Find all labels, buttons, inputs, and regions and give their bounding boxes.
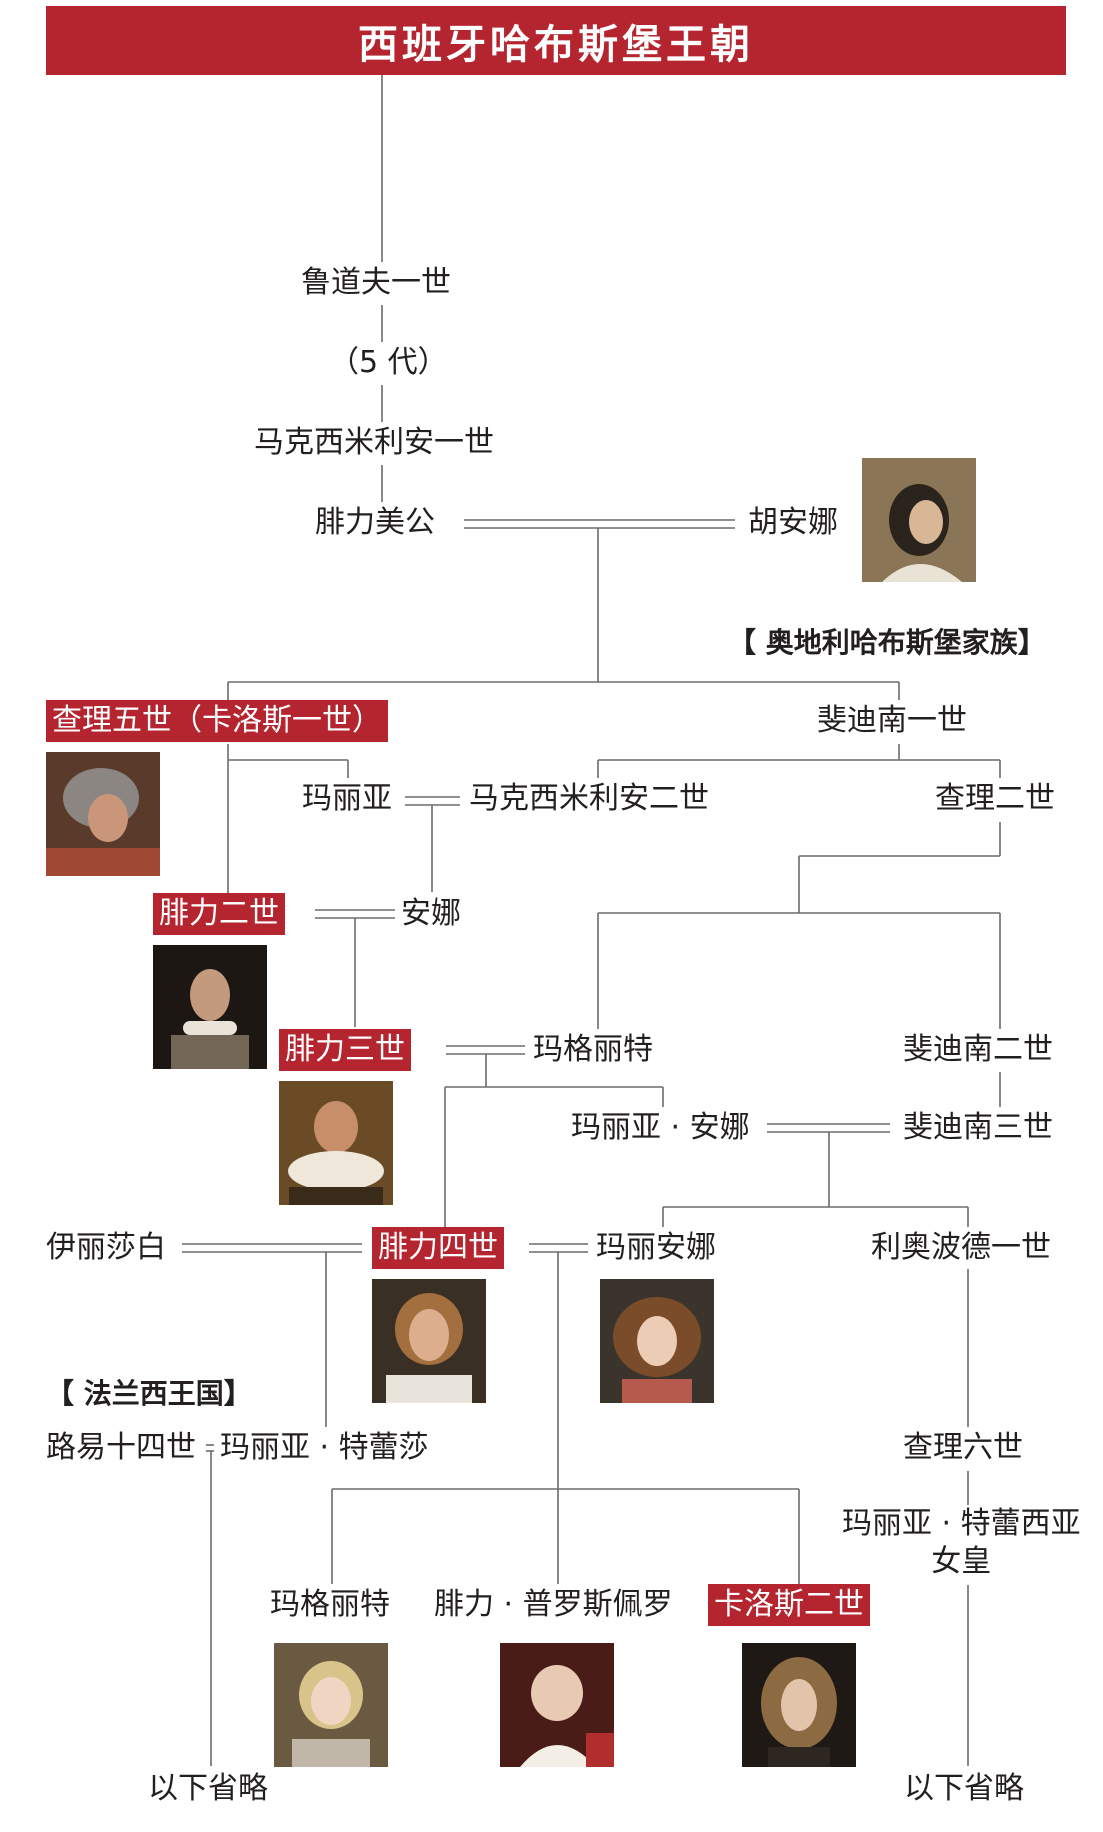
- portrait-philip4: [372, 1279, 486, 1403]
- page-title: 西班牙哈布斯堡王朝: [46, 6, 1066, 75]
- house-france-label: 【 法兰西王国】: [40, 1373, 258, 1415]
- portrait-philip2: [153, 945, 267, 1069]
- node-elisabeth: 伊丽莎白: [40, 1227, 172, 1269]
- portrait-charles5: [46, 752, 160, 876]
- node-maria-theresa-empress: 玛丽亚 · 特蕾西亚 女皇: [836, 1505, 1087, 1581]
- node-maximilian-2: 马克西米利安二世: [463, 778, 715, 820]
- node-charles-6: 查理六世: [897, 1427, 1029, 1469]
- node-philip-prospero: 腓力 · 普罗斯佩罗: [428, 1584, 679, 1626]
- portrait-philip3: [279, 1081, 393, 1205]
- omitted-right: 以下省略: [898, 1768, 1030, 1810]
- omitted-left: 以下省略: [142, 1768, 274, 1810]
- node-anna: 安娜: [395, 893, 467, 935]
- maria-theresa-name: 玛丽亚 · 特蕾西亚: [842, 1506, 1081, 1541]
- node-maria: 玛丽亚: [296, 778, 398, 820]
- node-leopold-1: 利奥波德一世: [865, 1227, 1057, 1269]
- node-charles-2-spain: 卡洛斯二世: [708, 1584, 870, 1626]
- node-ferdinand-2: 斐迪南二世: [897, 1029, 1059, 1071]
- node-philip-4: 腓力四世: [372, 1227, 504, 1269]
- node-philip-2: 腓力二世: [153, 893, 285, 935]
- maria-theresa-title: 女皇: [931, 1544, 992, 1579]
- node-mariana: 玛丽安娜: [590, 1227, 722, 1269]
- node-maximilian-1: 马克西米利安一世: [248, 422, 500, 464]
- node-five-generations: （5 代）: [323, 342, 454, 384]
- house-austria-label: 【 奥地利哈布斯堡家族】: [722, 622, 1052, 664]
- portrait-charles2: [742, 1643, 856, 1767]
- node-margaret-austria: 玛格丽特: [527, 1029, 659, 1071]
- node-charles-5: 查理五世（卡洛斯一世）: [46, 700, 388, 742]
- portrait-margaret: [274, 1643, 388, 1767]
- node-ferdinand-1: 斐迪南一世: [811, 700, 973, 742]
- node-louis-14: 路易十四世: [40, 1427, 202, 1469]
- node-rudolf-1: 鲁道夫一世: [295, 262, 457, 304]
- node-ferdinand-3: 斐迪南三世: [897, 1107, 1059, 1149]
- node-joanna: 胡安娜: [742, 502, 844, 544]
- node-maria-anna: 玛丽亚 · 安娜: [565, 1107, 756, 1149]
- node-maria-theresa-spain: 玛丽亚 · 特蕾莎: [214, 1427, 435, 1469]
- node-philip-3: 腓力三世: [279, 1029, 411, 1071]
- portrait-philip-prospero: [500, 1643, 614, 1767]
- node-charles-2-austria: 查理二世: [929, 778, 1061, 820]
- portrait-mariana: [600, 1279, 714, 1403]
- node-philip-handsome: 腓力美公: [309, 502, 441, 544]
- portrait-joanna: [862, 458, 976, 582]
- node-margaret-spain: 玛格丽特: [264, 1584, 396, 1626]
